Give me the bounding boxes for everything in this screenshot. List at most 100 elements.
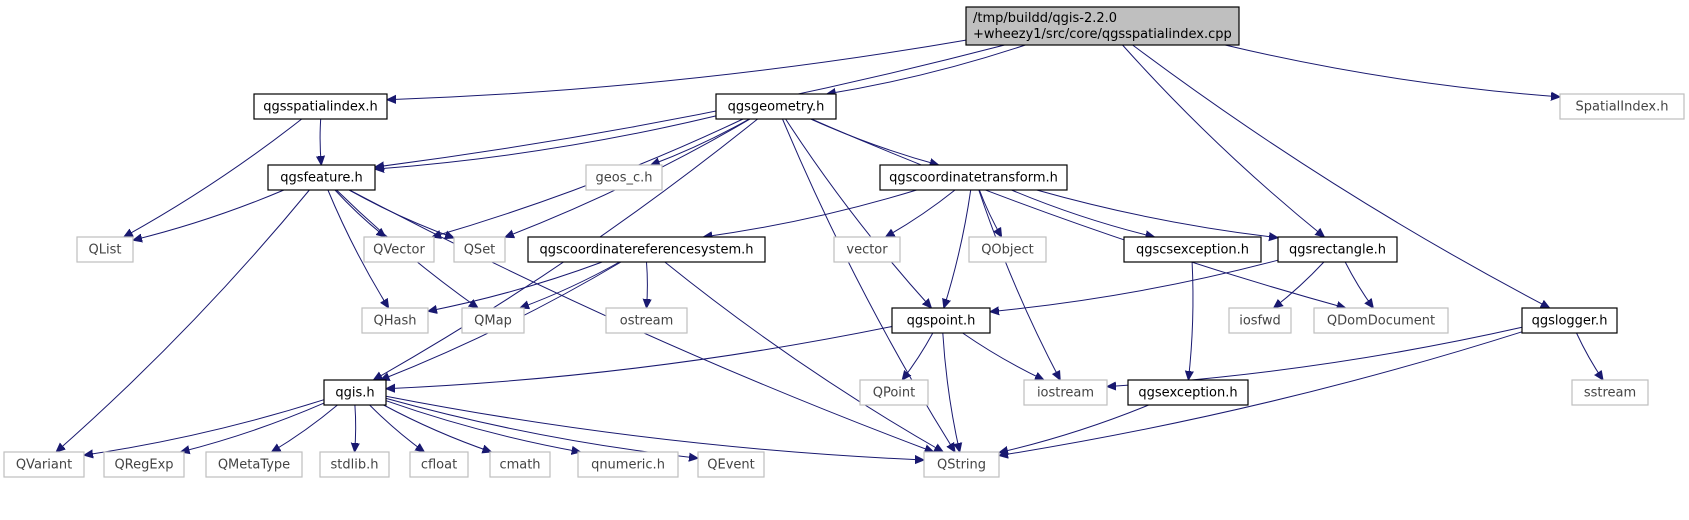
node-qvariant: QVariant: [3, 451, 85, 478]
edge-line: [428, 261, 603, 311]
node-label: QVariant: [16, 458, 72, 473]
edge-line: [272, 404, 338, 452]
edge-line: [999, 404, 1149, 453]
edge-line: [962, 332, 1044, 380]
node-box: [1313, 307, 1449, 334]
node-qgsrectangle-h[interactable]: qgsrectangle.h: [1277, 236, 1398, 263]
node-box: [833, 236, 901, 263]
edge-line: [827, 44, 1026, 94]
edge-qgis-h-to-stdlib-h: [355, 404, 356, 452]
edge-line: [375, 44, 1005, 167]
node-qgslogger-h[interactable]: qgslogger.h: [1521, 307, 1618, 334]
node-label: +wheezy1/src/core/qgsspatialindex.cpp: [973, 27, 1232, 42]
edge-line: [944, 189, 972, 308]
node-box: [205, 451, 303, 478]
node-qgis-h[interactable]: qgis.h: [323, 379, 387, 406]
node-label: qgsexception.h: [1138, 386, 1237, 401]
node-qgscoordinatetransform-h[interactable]: qgscoordinatetransform.h: [879, 164, 1068, 191]
node-qregexp: QRegExp: [103, 451, 185, 478]
node-ostream: ostream: [605, 307, 688, 334]
edge-qgsfeature-h-to-qvariant: [56, 189, 310, 452]
edge-qgscrs-h-to-qmap: [520, 261, 620, 308]
node-box: [267, 164, 376, 191]
edge-line: [320, 118, 321, 165]
node-qgsfeature-h[interactable]: qgsfeature.h: [267, 164, 376, 191]
node-stdlib-h: stdlib.h: [319, 451, 390, 478]
node-qnumeric-h: qnumeric.h: [577, 451, 679, 478]
edge-root-to-qgsspatialindex-h: [387, 39, 967, 100]
node-qgscrs-h[interactable]: qgscoordinatereferencesystem.h: [527, 236, 766, 263]
edge-line: [387, 39, 967, 100]
node-label: cfloat: [421, 458, 457, 473]
edge-root-to-qgsrectangle-h: [1122, 44, 1325, 237]
node-box: [527, 236, 766, 263]
edge-qgsfeature-h-to-qvector: [334, 189, 386, 237]
edge-qgis-h-to-qregexp: [181, 402, 325, 452]
edge-line: [703, 189, 917, 237]
node-box: [1521, 307, 1618, 334]
node-qgsgeometry-h[interactable]: qgsgeometry.h: [715, 93, 837, 120]
edge-qgscoordinatetransform-h-to-qgscrs-h: [703, 189, 917, 237]
edge-qgscoordinatetransform-h-to-iostream: [978, 189, 1060, 380]
node-box: [1559, 93, 1685, 120]
edge-line: [647, 261, 648, 308]
edge-qgscoordinatetransform-h-to-qobject: [978, 189, 1001, 237]
edge-qgslogger-h-to-qstring: [999, 331, 1523, 456]
node-box: [489, 451, 551, 478]
edge-line: [978, 189, 1060, 380]
node-box: [1277, 236, 1398, 263]
node-qlist: QList: [76, 236, 134, 263]
node-label: qgsrectangle.h: [1289, 243, 1386, 258]
node-vector: vector: [833, 236, 901, 263]
node-qgsexception-h[interactable]: qgsexception.h: [1127, 379, 1249, 406]
node-iosfwd: iosfwd: [1228, 307, 1292, 334]
edge-qgsgeometry-h-to-geos-c-h: [651, 118, 750, 165]
node-qstring: QString: [923, 451, 1000, 478]
edge-qgslogger-h-to-iostream: [1107, 326, 1523, 386]
edge-qgscsexception-h-to-qgsexception-h: [1188, 261, 1193, 380]
node-label: qgscoordinatetransform.h: [889, 171, 1058, 186]
edge-qgsfeature-h-to-qset: [348, 189, 454, 238]
edge-line: [181, 402, 325, 452]
node-iostream: iostream: [1023, 379, 1108, 406]
edge-line: [782, 118, 956, 452]
edge-qgis-h-to-qevent: [385, 397, 698, 458]
node-label: QString: [937, 458, 986, 473]
node-label: geos_c.h: [596, 171, 653, 186]
edge-line: [375, 115, 717, 169]
node-qevent: QEvent: [697, 451, 765, 478]
edge-line: [385, 395, 924, 460]
node-label: QMetaType: [218, 458, 290, 473]
edge-qgsexception-h-to-qstring: [999, 404, 1149, 453]
node-box: [409, 451, 469, 478]
node-box: [1123, 236, 1262, 263]
edge-qgsgeometry-h-to-qdomdocument: [811, 118, 1345, 308]
edge-qgis-h-to-cmath: [383, 404, 492, 452]
node-spatialindex-h: SpatialIndex.h: [1559, 93, 1685, 120]
node-label: QMap: [474, 314, 512, 329]
node-qgscsexception-h[interactable]: qgscsexception.h: [1123, 236, 1262, 263]
node-box: [697, 451, 765, 478]
node-box: [605, 307, 688, 334]
node-qgspoint-h[interactable]: qgspoint.h: [891, 307, 991, 334]
node-label: QRegExp: [114, 458, 173, 473]
edge-line: [385, 400, 581, 452]
edge-line: [990, 259, 1279, 312]
edge-qgscoordinatetransform-h-to-qgscsexception-h: [1011, 189, 1155, 237]
node-qgsspatialindex-h[interactable]: qgsspatialindex.h: [253, 93, 388, 120]
node-label: iosfwd: [1239, 314, 1281, 329]
edge-line: [133, 189, 285, 240]
node-root: /tmp/buildd/qgis-2.2.0+wheezy1/src/core/…: [965, 6, 1240, 46]
edge-line: [520, 261, 620, 308]
node-label: qgspoint.h: [907, 314, 976, 329]
node-label: QVector: [373, 243, 425, 258]
node-label: stdlib.h: [331, 458, 379, 473]
node-label: QPoint: [873, 386, 916, 401]
node-qobject: QObject: [968, 236, 1047, 263]
edge-root-to-spatialindex-h: [1224, 44, 1560, 97]
node-sstream: sstream: [1571, 379, 1649, 406]
edge-qgspoint-h-to-qpoint: [902, 332, 934, 380]
node-label: qgsgeometry.h: [728, 100, 825, 115]
node-label: cmath: [499, 458, 540, 473]
edge-root-to-qgsfeature-h: [375, 44, 1005, 167]
